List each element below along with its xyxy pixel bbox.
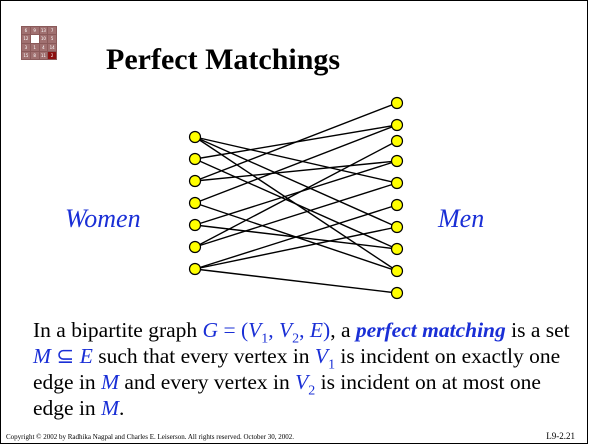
math-M: M: [101, 396, 119, 420]
definition-text: In a bipartite graph G = (V1, V2, E), a …: [33, 317, 581, 421]
graph-edge: [194, 226, 398, 270]
graph-edge: [194, 204, 398, 270]
math-subscript: 1: [261, 331, 269, 347]
math-M: M: [33, 344, 51, 368]
men-vertex: [390, 96, 404, 110]
graph-edge: [194, 182, 398, 248]
math-symbol: ,: [268, 318, 279, 342]
logo-cell: 7: [48, 27, 56, 35]
math-V: V: [295, 370, 309, 394]
men-vertices: [390, 96, 404, 300]
women-vertex: [188, 130, 202, 144]
copyright-footer: Copyright © 2002 by Radhika Nagpal and C…: [6, 433, 294, 441]
men-vertex: [390, 134, 404, 148]
math-subscript: 1: [328, 357, 336, 373]
logo-cell: 5: [48, 35, 56, 43]
women-vertex: [188, 262, 202, 276]
logo-cell: 13: [39, 27, 48, 35]
logo-cell: 15: [22, 51, 30, 59]
page-title: Perfect Matchings: [106, 43, 341, 76]
math-V: V: [314, 344, 329, 368]
math-symbol: ⊆: [50, 344, 80, 368]
logo-cell: 3: [22, 43, 30, 51]
math-V: V: [248, 318, 262, 342]
men-label: Men: [438, 204, 485, 233]
graph-edge: [194, 158, 398, 250]
graph-edge: [194, 136, 398, 184]
text-segment: is incident on exactly one edge in: [33, 344, 561, 394]
logo-cell: 1: [30, 43, 39, 51]
graph-edge: [194, 102, 398, 182]
logo-cell: 6: [22, 27, 30, 35]
men-vertex: [390, 242, 404, 256]
text-segment: and every vertex in: [118, 370, 296, 394]
graph-edge: [194, 140, 398, 248]
math-E: E: [79, 344, 93, 368]
text-segment: is incident on at most one edge in: [33, 370, 541, 420]
math-G: G: [202, 318, 219, 342]
men-vertex: [390, 220, 404, 234]
men-vertex: [390, 154, 404, 168]
math-symbol: ,: [299, 318, 310, 342]
puzzle-logo-icon: 6 9 13 7 12 10 5 3 1 4 14 15 8 11 2: [21, 26, 57, 60]
logo-cell: 2: [48, 51, 56, 59]
text-segment: In a bipartite graph: [33, 318, 203, 342]
logo-cell: 14: [48, 43, 56, 51]
women-vertex: [188, 152, 202, 166]
men-vertex: [390, 264, 404, 278]
graph-edge: [194, 124, 398, 204]
logo-cell: 11: [39, 51, 48, 59]
women-vertex: [188, 218, 202, 232]
women-vertex: [188, 240, 202, 254]
term-perfect: perfect: [355, 318, 417, 342]
text-segment: .: [118, 396, 125, 420]
graph-edges: [194, 102, 398, 294]
math-symbol: = (: [218, 318, 249, 342]
logo-cell: 9: [30, 27, 39, 35]
men-vertex: [390, 176, 404, 190]
women-vertex: [188, 196, 202, 210]
math-M: M: [101, 370, 119, 394]
graph-edge: [194, 160, 398, 226]
logo-cell: 4: [39, 43, 48, 51]
men-vertex: [390, 286, 404, 300]
logo-cell: 10: [39, 35, 48, 43]
text-segment: , a: [330, 318, 356, 342]
women-vertex: [188, 174, 202, 188]
men-vertex: [390, 198, 404, 212]
logo-cell-empty: [30, 35, 39, 43]
slide-number: L9-2.21: [546, 431, 575, 441]
math-E: E: [309, 318, 324, 342]
math-subscript: 2: [308, 383, 316, 399]
graph-edge: [194, 268, 398, 294]
math-subscript: 2: [292, 331, 300, 347]
math-symbol: ): [323, 318, 331, 342]
women-vertices: [188, 130, 202, 276]
term-matching: matching: [422, 318, 506, 342]
logo-cell: 12: [22, 35, 30, 43]
math-V: V: [279, 318, 293, 342]
text-segment: such that every vertex in: [92, 344, 315, 368]
graph-edge: [194, 160, 398, 182]
graph-edge: [194, 136, 398, 228]
men-vertex: [390, 118, 404, 132]
text-segment: is a set: [505, 318, 570, 342]
logo-cell: 8: [30, 51, 39, 59]
women-label: Women: [65, 204, 141, 233]
